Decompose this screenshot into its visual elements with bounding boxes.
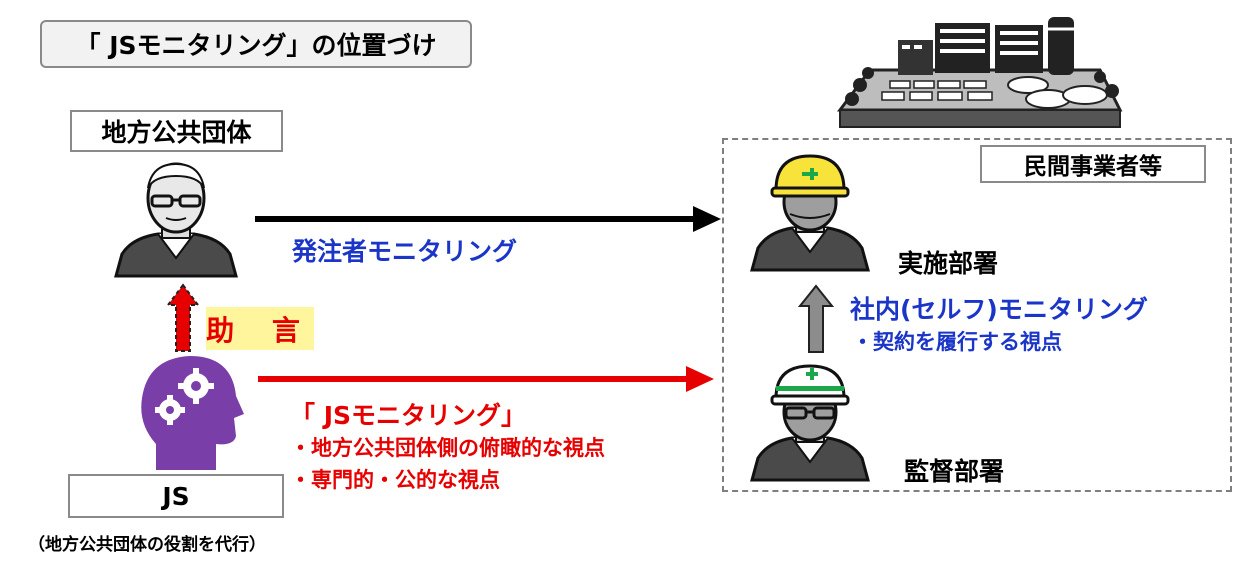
implementation-dept-label: 実施部署 (898, 249, 999, 278)
supervision-dept-label: 監督部署 (904, 457, 1005, 486)
js-role-note: （地方公共団体の役割を代行） (28, 535, 266, 555)
internal-monitoring-point: ・契約を履行する視点 (852, 330, 1062, 354)
js-monitoring-point-1: ・地方公共団体側の俯瞰的な視点 (290, 436, 605, 460)
elderly-official-icon (114, 162, 238, 278)
js-monitoring-title: 「 JSモニタリング」 (290, 401, 527, 430)
worker-yellow-helmet-icon (750, 154, 870, 272)
private-sector-label: 民間事業者等 (980, 145, 1206, 183)
js-monitoring-arrow (258, 366, 714, 392)
facility-icon (837, 17, 1123, 128)
ordering-monitoring-arrow (255, 206, 721, 232)
page-title: 「 JSモニタリング」の位置づけ (40, 20, 472, 68)
ordering-monitoring-label: 発注者モニタリング (292, 237, 518, 266)
advice-arrow (166, 283, 200, 352)
js-label: JS (68, 474, 284, 518)
brain-gears-icon (141, 356, 244, 470)
local-government-label: 地方公共団体 (70, 110, 283, 152)
internal-monitoring-title: 社内(セルフ)モニタリング (850, 295, 1148, 324)
worker-white-helmet-icon (750, 364, 870, 482)
private-sector-area (722, 138, 1232, 492)
internal-monitoring-arrow (798, 284, 834, 353)
js-monitoring-point-2: ・専門的・公的な視点 (290, 468, 500, 492)
advice-label: 助 言 (206, 307, 314, 350)
